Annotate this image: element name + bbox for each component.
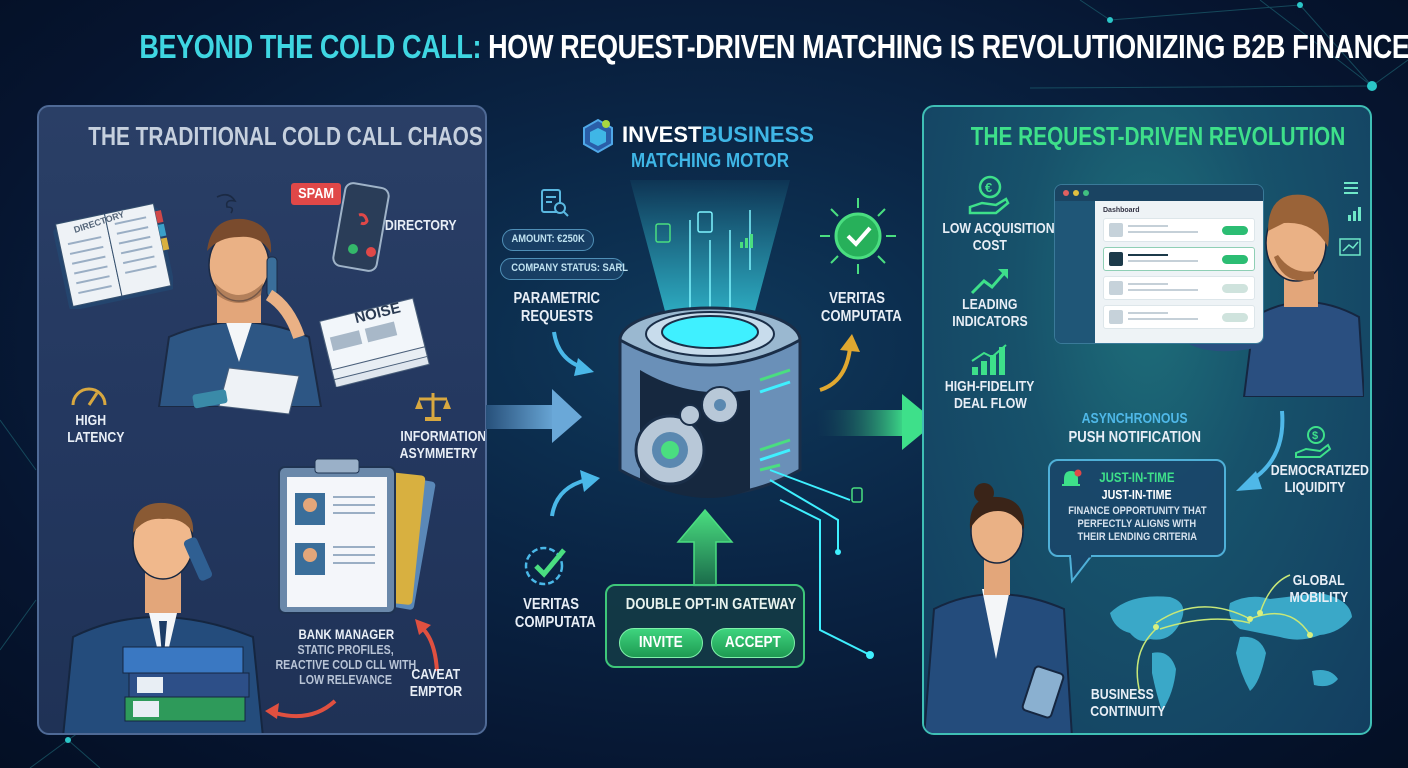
bank-manager-description: STATIC PROFILES, REACTIVE COLD CLL WITH …: [275, 642, 417, 687]
dashboard-row[interactable]: [1103, 305, 1255, 329]
accept-button[interactable]: ACCEPT: [711, 628, 795, 658]
double-opt-in-gateway: DOUBLE OPT-IN GATEWAY INVITE ACCEPT: [605, 584, 805, 668]
bank-manager-title: BANK MANAGER: [298, 626, 394, 642]
notification-head: JUST-IN-TIME: [1099, 469, 1175, 485]
bell-notification-icon: [1062, 469, 1082, 486]
brand-header: INVESTBUSINESS: [580, 116, 814, 154]
holographic-beam: [630, 180, 790, 330]
right-flow-arrow-icon: [816, 394, 936, 450]
svg-text:€: €: [985, 180, 992, 195]
left-flow-arrow-icon: [486, 389, 582, 443]
document-search-icon: [541, 189, 569, 217]
push-notification-label: PUSH NOTIFICATION: [1068, 429, 1201, 446]
amount-chip: AMOUNT: €250K: [502, 229, 594, 251]
just-in-time-notification[interactable]: JUST-IN-TIME JUST-IN-TIME FINANCE OPPORT…: [1048, 459, 1226, 557]
trend-up-icon: [970, 269, 1008, 295]
directory-book-icon: DIRECTORY: [53, 202, 173, 309]
dashboard-row[interactable]: [1103, 218, 1255, 242]
matching-motor-subtitle: MATCHING MOTOR: [630, 150, 790, 172]
businessman-pointing-illustration: [1169, 194, 1364, 397]
window-controls: [1055, 185, 1263, 201]
veritas-in-arrow-icon: [550, 470, 600, 517]
title-accent: BEYOND THE COLD CALL:: [139, 28, 482, 65]
title-rest: HOW REQUEST-DRIVEN MATCHING IS REVOLUTIO…: [481, 28, 1408, 65]
gold-up-arrow-icon: [819, 334, 860, 392]
traditional-panel-title: THE TRADITIONAL COLD CALL CHAOS: [88, 121, 483, 151]
notification-body: FINANCE OPPORTUNITY THAT PERFECTLY ALIGN…: [1067, 505, 1207, 544]
push-arrow-icon: [1236, 410, 1285, 491]
red-return-arrow-icon: [265, 699, 337, 719]
brand-name-invest: INVEST: [622, 122, 702, 147]
spam-badge: SPAM: [291, 183, 341, 205]
page-title: BEYOND THE COLD CALL: HOW REQUEST-DRIVEN…: [0, 28, 1408, 66]
request-driven-panel: THE REQUEST-DRIVEN REVOLUTION € LOW ACQU…: [922, 105, 1372, 735]
request-driven-panel-title: THE REQUEST-DRIVEN REVOLUTION: [970, 121, 1346, 151]
notification-tail: [1068, 555, 1094, 584]
world-map-illustration: [1110, 574, 1352, 711]
dashboard-row[interactable]: [1103, 276, 1255, 300]
dashboard-title: Dashboard: [1103, 207, 1140, 214]
verified-check-badge-icon: [820, 198, 896, 274]
businesswoman-tablet-illustration: [924, 483, 1073, 733]
desk-papers-icon: [192, 367, 300, 415]
bar-growth-icon: [971, 344, 1007, 375]
svg-text:$: $: [1312, 430, 1318, 442]
circuit-lines: [769, 469, 874, 659]
dashboard-side-icons: [1339, 182, 1361, 256]
gateway-title: DOUBLE OPT-IN GATEWAY: [625, 596, 797, 613]
notification-subtitle: JUST-IN-TIME: [1102, 487, 1172, 502]
euro-hand-icon: €: [968, 175, 1010, 215]
investbusiness-logo-icon: [583, 118, 613, 154]
dashboard-window: Dashboard: [1054, 184, 1264, 344]
request-in-arrow-icon: [552, 331, 594, 376]
speedometer-icon: [71, 387, 107, 406]
dashboard-sidebar: [1055, 201, 1095, 343]
dollar-hand-icon: $: [1295, 426, 1332, 458]
bank-manager-illustration: [62, 502, 264, 733]
red-up-arrow-icon: [415, 619, 439, 672]
invite-button[interactable]: INVITE: [619, 628, 703, 658]
matching-motor-machine: [618, 306, 802, 498]
scales-icon: [415, 393, 451, 421]
dashboard-row-selected[interactable]: [1103, 247, 1255, 271]
directory-label: DIRECTORY: [384, 217, 457, 234]
gateway-up-arrow-icon: [676, 508, 734, 587]
static-profiles-clipboard-icon: [278, 458, 436, 614]
company-status-chip: COMPANY STATUS: SARL: [500, 258, 628, 280]
timer-check-icon: [524, 546, 566, 586]
traditional-panel: THE TRADITIONAL COLD CALL CHAOS DIRECTOR…: [37, 105, 487, 735]
asynchronous-label: ASYNCHRONOUS: [1082, 410, 1188, 427]
brand-name-business: BUSINESS: [701, 122, 814, 147]
spam-phone-icon: [332, 182, 390, 272]
noise-newspaper-stack-icon: NOISE: [319, 297, 430, 387]
